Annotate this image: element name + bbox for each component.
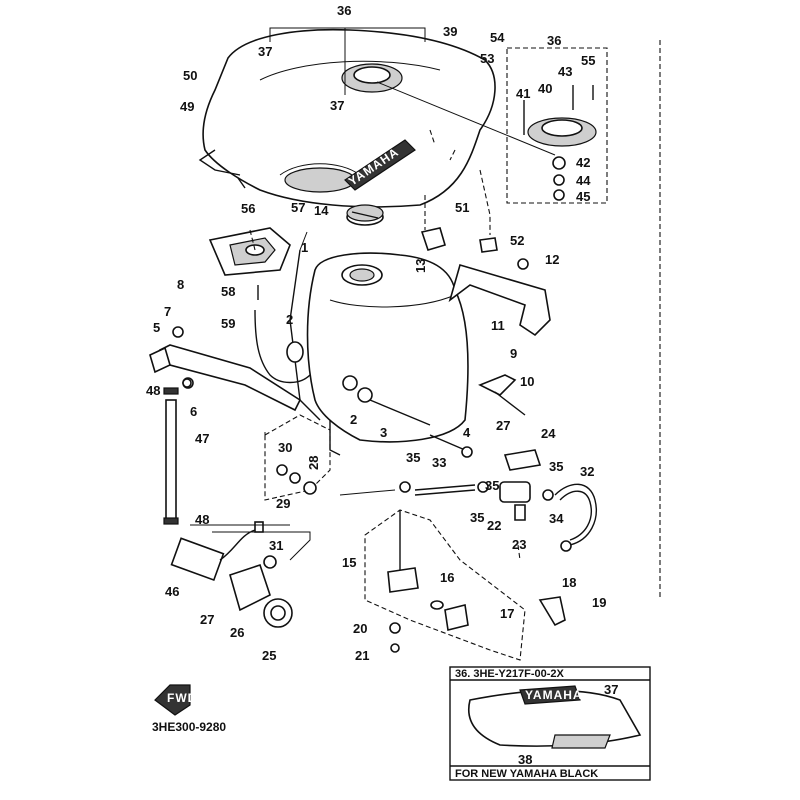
callout-42: 42 xyxy=(576,155,590,170)
callout-18: 18 xyxy=(562,575,576,590)
callout-48: 48 xyxy=(146,383,160,398)
callout-31: 31 xyxy=(269,538,283,553)
callout-3: 3 xyxy=(380,425,387,440)
filter-mount-area xyxy=(264,414,331,501)
callout-28: 28 xyxy=(306,456,321,470)
callout-36: 36 xyxy=(337,3,351,18)
callout-53: 53 xyxy=(480,51,494,66)
callout-1: 1 xyxy=(301,240,308,255)
callout-20: 20 xyxy=(353,621,367,636)
callout-37: 37 xyxy=(604,682,618,697)
callout-51: 51 xyxy=(455,200,469,215)
callout-50: 50 xyxy=(183,68,197,83)
callout-2: 2 xyxy=(350,412,357,427)
callout-59: 59 xyxy=(221,316,235,331)
callout-40: 40 xyxy=(538,81,552,96)
callout-48: 48 xyxy=(195,512,209,527)
callout-56: 56 xyxy=(241,201,255,216)
callout-57: 57 xyxy=(291,200,305,215)
callout-33: 33 xyxy=(432,455,446,470)
callout-14: 14 xyxy=(314,203,329,218)
tank-bracket xyxy=(420,227,551,337)
callout-6: 6 xyxy=(190,404,197,419)
callout-43: 43 xyxy=(558,64,572,79)
breather-tray xyxy=(208,227,291,276)
callout-45: 45 xyxy=(576,189,590,204)
callout-19: 19 xyxy=(592,595,606,610)
callout-27: 27 xyxy=(200,612,214,627)
callout-27: 27 xyxy=(496,418,510,433)
callout-29: 29 xyxy=(276,496,290,511)
callout-30: 30 xyxy=(278,440,292,455)
callout-55: 55 xyxy=(581,53,595,68)
callout-21: 21 xyxy=(355,648,369,663)
callout-47: 47 xyxy=(195,431,209,446)
drain-pipe xyxy=(163,387,179,525)
callout-44: 44 xyxy=(576,173,591,188)
callout-5: 5 xyxy=(153,320,160,335)
callout-7: 7 xyxy=(164,304,171,319)
hose-59 xyxy=(254,309,311,384)
callout-39: 39 xyxy=(443,24,457,39)
dashed-leaders xyxy=(249,40,661,600)
callout-41: 41 xyxy=(516,86,530,101)
callouts: 1 2 2 3 4 5 6 7 8 9 10 11 12 13 14 15 16… xyxy=(146,3,618,767)
fwd-arrow: FWD xyxy=(154,684,197,716)
callout-8: 8 xyxy=(177,277,184,292)
fuel-cap xyxy=(346,204,384,226)
callout-25: 25 xyxy=(262,648,276,663)
rear-mount xyxy=(478,374,526,416)
drawing-code: 3HE300-9280 xyxy=(152,720,226,734)
left-stay xyxy=(149,326,302,412)
callout-37: 37 xyxy=(330,98,344,113)
callout-17: 17 xyxy=(500,606,514,621)
callout-35: 35 xyxy=(485,478,499,493)
callout-35: 35 xyxy=(406,450,420,465)
inset-logo: YAMAHA xyxy=(525,688,583,702)
callout-22: 22 xyxy=(487,518,501,533)
tank-cover: YAMAHA xyxy=(198,28,496,208)
fuel-cock-assembly xyxy=(364,509,566,661)
callout-16: 16 xyxy=(440,570,454,585)
leaders xyxy=(190,27,556,561)
callout-49: 49 xyxy=(180,99,194,114)
fuel-lines xyxy=(399,449,597,552)
callout-15: 15 xyxy=(342,555,356,570)
callout-26: 26 xyxy=(230,625,244,640)
callout-52: 52 xyxy=(510,233,524,248)
callout-2: 2 xyxy=(286,312,293,327)
callout-9: 9 xyxy=(510,346,517,361)
callout-46: 46 xyxy=(165,584,179,599)
callout-35: 35 xyxy=(549,459,563,474)
inset-box: 36. 3HE-Y217F-00-2X FOR NEW YAMAHA BLACK… xyxy=(449,666,651,781)
fuel-tank xyxy=(289,249,469,456)
callout-12: 12 xyxy=(545,252,559,267)
callout-58: 58 xyxy=(221,284,235,299)
fwd-label: FWD xyxy=(167,691,197,705)
callout-35: 35 xyxy=(470,510,484,525)
inset-header: 36. 3HE-Y217F-00-2X xyxy=(455,668,564,680)
callout-37: 37 xyxy=(258,44,272,59)
callout-24: 24 xyxy=(541,426,556,441)
callout-32: 32 xyxy=(580,464,594,479)
callout-38: 38 xyxy=(518,752,532,767)
cap-ring-assembly xyxy=(506,47,608,204)
callout-54: 54 xyxy=(490,30,505,45)
inset-footer: FOR NEW YAMAHA BLACK xyxy=(455,768,598,780)
callout-11: 11 xyxy=(491,318,505,333)
callout-10: 10 xyxy=(520,374,534,389)
callout-34: 34 xyxy=(549,511,564,526)
callout-36: 36 xyxy=(547,33,561,48)
callout-4: 4 xyxy=(463,425,471,440)
callout-13: 13 xyxy=(413,259,428,273)
callout-23: 23 xyxy=(512,537,526,552)
